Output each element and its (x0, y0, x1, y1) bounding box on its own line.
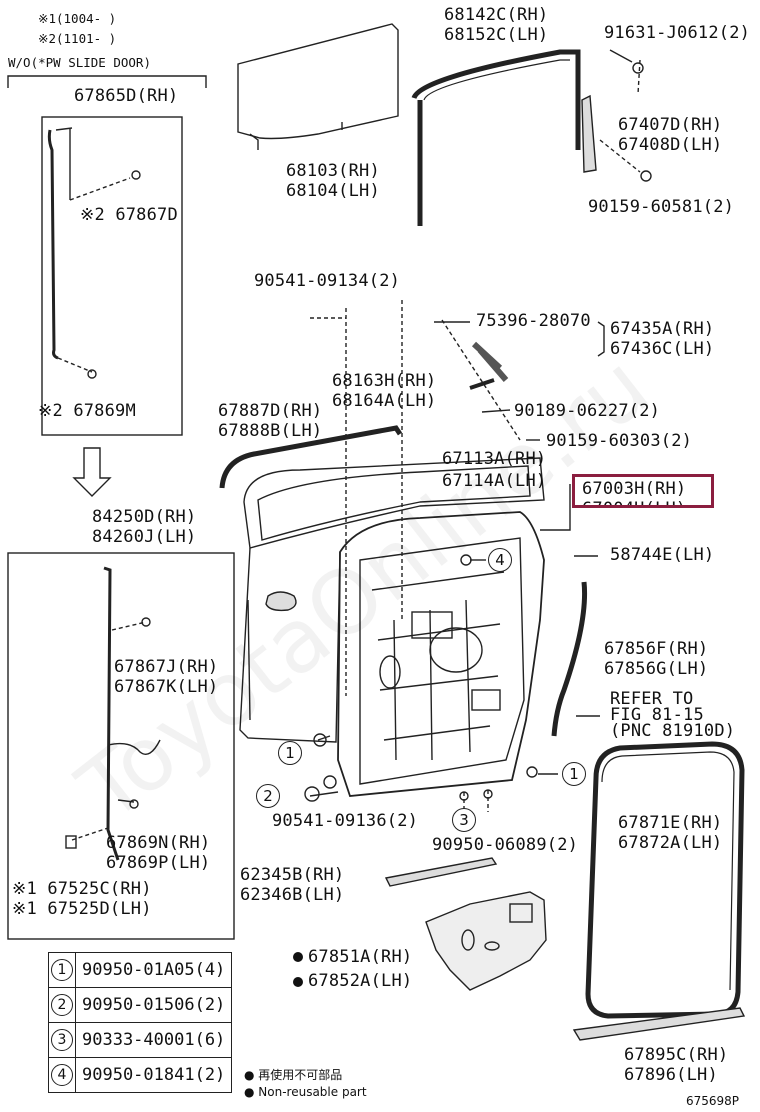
part-62346B[interactable]: 62346B(LH) (240, 885, 345, 905)
part-67856G[interactable]: 67856G(LH) (604, 659, 709, 679)
part-58744E[interactable]: 58744E(LH) (610, 545, 715, 565)
part-68104[interactable]: 68104(LH) (286, 181, 380, 201)
callout-1-left[interactable]: 1 (278, 741, 302, 765)
part-67867K[interactable]: 67867K(LH) (114, 677, 219, 697)
part-67851A[interactable]: 67851A(RH) (308, 947, 413, 967)
part-67888B[interactable]: 67888B(LH) (218, 421, 323, 441)
part-67435A[interactable]: 67435A(RH) (610, 319, 715, 339)
door-seal (585, 741, 745, 1019)
part-75396[interactable]: 75396-28070 (476, 311, 591, 331)
outer-panel (239, 547, 341, 743)
rear-strip (551, 581, 588, 737)
handle-part (471, 341, 509, 382)
inner-panel (337, 511, 545, 797)
legend-num: 2 (51, 994, 73, 1016)
part-67867D[interactable]: ※2 67867D (80, 205, 178, 225)
part-67408D[interactable]: 67408D(LH) (618, 135, 723, 155)
inset-strip-top (47, 129, 59, 360)
inset-box-top (41, 116, 183, 436)
glass-run (411, 49, 581, 226)
legend-part[interactable]: 90950-01A05(4) (74, 952, 233, 988)
part-67887D[interactable]: 67887D(RH) (218, 401, 323, 421)
part-90541-09134[interactable]: 90541-09134(2) (254, 271, 401, 291)
footnote-en: ● Non-reusable part (244, 1085, 367, 1099)
part-68103[interactable]: 68103(RH) (286, 161, 380, 181)
inset-box-bottom (7, 552, 235, 940)
highlight-box (572, 474, 714, 508)
part-67436C[interactable]: 67436C(LH) (610, 339, 715, 359)
part-67867J[interactable]: 67867J(RH) (114, 657, 219, 677)
callout-2[interactable]: 2 (256, 784, 280, 808)
lower-rail (384, 857, 498, 887)
part-67407D[interactable]: 67407D(RH) (618, 115, 723, 135)
part-90950-06089[interactable]: 90950-06089(2) (432, 835, 579, 855)
part-67003H[interactable]: 67003H(RH) (582, 479, 687, 499)
outer-moulding (219, 425, 403, 489)
part-84250D[interactable]: 84250D(RH) (92, 507, 197, 527)
part-67525D[interactable]: ※1 67525D(LH) (12, 899, 152, 919)
refer-line-3[interactable]: (PNC 81910D) (610, 721, 736, 741)
part-68164A[interactable]: 68164A(LH) (332, 391, 437, 411)
part-67872A[interactable]: 67872A(LH) (618, 833, 723, 853)
legend-num: 1 (51, 959, 73, 981)
part-68152C[interactable]: 68152C(LH) (444, 25, 549, 45)
part-67869N[interactable]: 67869N(RH) (106, 833, 211, 853)
part-67004H[interactable]: 67004H(LH) (582, 500, 686, 508)
part-67869P[interactable]: 67869P(LH) (106, 853, 211, 873)
bottom-strip (572, 1007, 746, 1041)
part-67871E[interactable]: 67871E(RH) (618, 813, 723, 833)
hole-cover (425, 891, 547, 991)
part-91631[interactable]: 91631-J0612(2) (604, 23, 751, 43)
part-68142C[interactable]: 68142C(RH) (444, 5, 549, 25)
callout-4[interactable]: 4 (488, 548, 512, 572)
part-68163H[interactable]: 68163H(RH) (332, 371, 437, 391)
part-62345B[interactable]: 62345B(RH) (240, 865, 345, 885)
part-84260J[interactable]: 84260J(LH) (92, 527, 197, 547)
door-frame (243, 457, 545, 549)
bracket-top (7, 75, 207, 88)
rear-channel (581, 94, 597, 173)
footnote-jp: ● 再使用不可部品 (244, 1068, 343, 1082)
refer-line-2[interactable]: FIG 81-15 (610, 705, 704, 725)
down-arrow-icon (72, 447, 112, 497)
part-67114A[interactable]: 67114A(LH) (442, 471, 547, 491)
part-90541-09136[interactable]: 90541-09136(2) (272, 811, 419, 831)
refer-line-1[interactable]: REFER TO (610, 689, 694, 709)
figure-code: 675698P (686, 1094, 740, 1108)
part-67113A[interactable]: 67113A(RH) (442, 449, 547, 469)
legend-num: 3 (51, 1029, 73, 1051)
part-67865D[interactable]: 67865D(RH) (74, 86, 179, 106)
note-1: ※1(1004- ) (38, 11, 117, 26)
legend-num: 4 (51, 1064, 73, 1086)
door-glass (237, 23, 399, 140)
legend-part[interactable]: 90950-01841(2) (74, 1057, 233, 1093)
part-90159-60303[interactable]: 90159-60303(2) (546, 431, 693, 451)
part-90159-60581[interactable]: 90159-60581(2) (588, 197, 735, 217)
part-67856F[interactable]: 67856F(RH) (604, 639, 709, 659)
note-2: ※2(1101- ) (38, 31, 117, 46)
callout-1-right[interactable]: 1 (562, 762, 586, 786)
callout-3[interactable]: 3 (452, 808, 476, 832)
legend-part[interactable]: 90950-01506(2) (74, 987, 233, 1023)
inset-header: W/O(*PW SLIDE DOOR) (8, 55, 151, 70)
legend-part[interactable]: 90333-40001(6) (74, 1022, 233, 1058)
part-67852A[interactable]: 67852A(LH) (308, 971, 413, 991)
part-67525C[interactable]: ※1 67525C(RH) (12, 879, 152, 899)
part-67895C[interactable]: 67895C(RH) (624, 1045, 729, 1065)
part-90189[interactable]: 90189-06227(2) (514, 401, 661, 421)
inset-strip-bottom (103, 566, 120, 861)
part-67896[interactable]: 67896(LH) (624, 1065, 718, 1085)
part-67869M[interactable]: ※2 67869M (38, 401, 136, 421)
